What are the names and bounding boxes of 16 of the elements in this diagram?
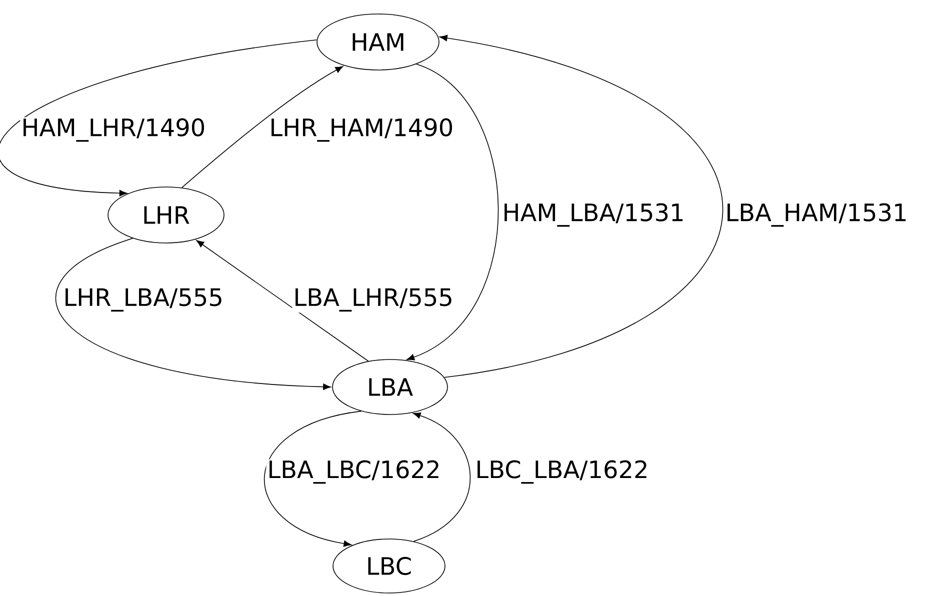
edge-label: LBA_LHR/555: [292, 287, 454, 313]
arrow: [406, 64, 499, 360]
edge-label: LHR_LBA/555: [62, 287, 224, 313]
edge-label: LBC_LBA/1622: [474, 459, 650, 485]
arrow: [264, 410, 362, 547]
arrow: [412, 412, 471, 542]
arrow: [196, 240, 369, 362]
edge-label: HAM_LBA/1531: [501, 202, 686, 228]
arrow: [0, 39, 318, 196]
edge-label: LHR_HAM/1490: [268, 117, 455, 143]
arrow: [55, 238, 331, 390]
edge-label: LBA_HAM/1531: [724, 202, 909, 228]
edge-label: LBA_LBC/1622: [266, 459, 442, 485]
edge-label: HAM_LHR/1490: [20, 117, 207, 143]
arrow: [440, 34, 724, 378]
arrow: [181, 66, 344, 188]
